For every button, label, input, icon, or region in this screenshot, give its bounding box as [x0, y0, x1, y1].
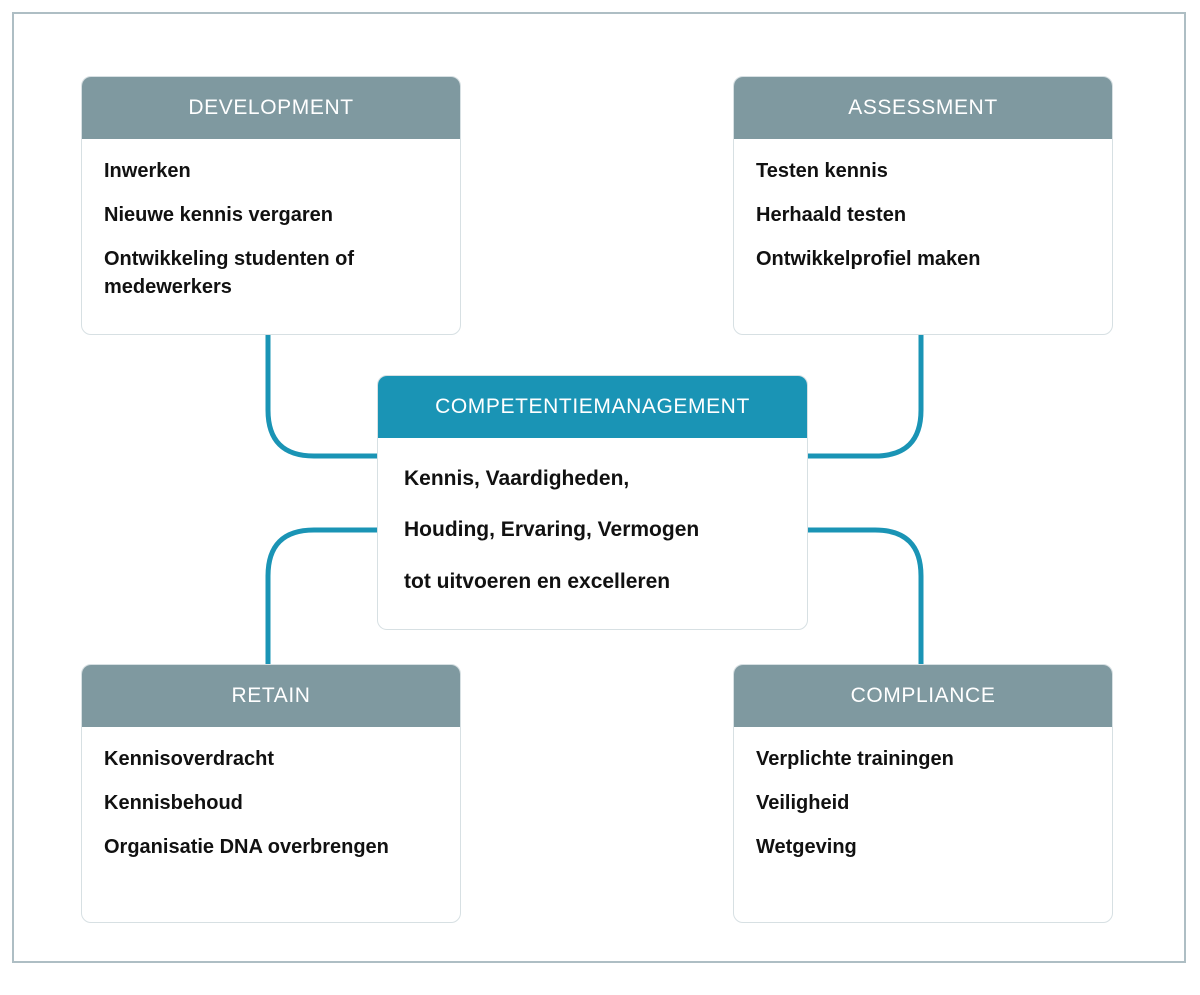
card-compliance-item-1: Verplichte trainingen	[756, 748, 954, 770]
card-assessment-item-3: Ontwikkelprofiel maken	[756, 248, 981, 270]
card-competentiemanagement[interactable]: COMPETENTIEMANAGEMENT Kennis, Vaardighed…	[377, 375, 808, 630]
card-development-item-3: Ontwikkeling studenten of medewerkers	[104, 248, 355, 298]
card-development-item-2: Nieuwe kennis vergaren	[104, 204, 333, 226]
card-compliance[interactable]: COMPLIANCE Verplichte trainingen Veiligh…	[733, 664, 1113, 923]
card-competentiemanagement-line-1: Kennis, Vaardigheden,	[404, 467, 630, 490]
card-retain-header: RETAIN	[82, 665, 460, 727]
card-assessment-header: ASSESSMENT	[734, 77, 1112, 139]
card-development[interactable]: DEVELOPMENT Inwerken Nieuwe kennis verga…	[81, 76, 461, 335]
card-assessment[interactable]: ASSESSMENT Testen kennis Herhaald testen…	[733, 76, 1113, 335]
connector-center-to-compliance	[808, 527, 924, 664]
card-competentiemanagement-header: COMPETENTIEMANAGEMENT	[378, 376, 807, 438]
card-retain-item-2: Kennisbehoud	[104, 792, 243, 814]
connector-center-to-retain	[265, 527, 377, 664]
card-retain-item-1: Kennisoverdracht	[104, 748, 275, 770]
card-retain-item-3: Organisatie DNA overbrengen	[104, 836, 389, 858]
card-retain-body: Kennisoverdracht Kennisbehoud Organisati…	[82, 727, 460, 871]
card-compliance-header: COMPLIANCE	[734, 665, 1112, 727]
card-assessment-item-2: Herhaald testen	[756, 204, 907, 226]
card-competentiemanagement-line-2: Houding, Ervaring, Vermogen	[404, 518, 700, 542]
card-development-item-1: Inwerken	[104, 160, 191, 182]
card-competentiemanagement-line-3: tot uitvoeren en excelleren	[404, 569, 671, 593]
connector-assessment-to-center	[808, 335, 924, 459]
diagram-frame-border	[12, 12, 1186, 963]
card-competentiemanagement-body: Kennis, Vaardigheden, Houding, Ervaring,…	[378, 438, 807, 628]
card-development-body: Inwerken Nieuwe kennis vergaren Ontwikke…	[82, 139, 460, 311]
card-retain[interactable]: RETAIN Kennisoverdracht Kennisbehoud Org…	[81, 664, 461, 923]
card-development-header: DEVELOPMENT	[82, 77, 460, 139]
card-assessment-item-1: Testen kennis	[756, 160, 888, 182]
card-compliance-item-2: Veiligheid	[756, 792, 850, 814]
connector-development-to-center	[265, 335, 377, 459]
card-assessment-body: Testen kennis Herhaald testen Ontwikkelp…	[734, 139, 1112, 283]
card-compliance-body: Verplichte trainingen Veiligheid Wetgevi…	[734, 727, 1112, 871]
card-compliance-item-3: Wetgeving	[756, 836, 857, 858]
